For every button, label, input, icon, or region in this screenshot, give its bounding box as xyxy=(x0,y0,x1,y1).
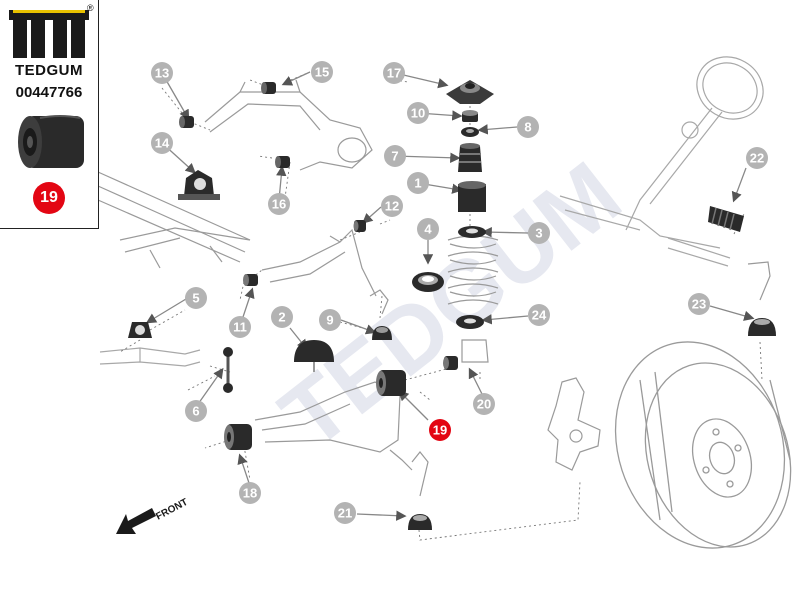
svg-text:3: 3 xyxy=(535,226,542,241)
part-5-bush xyxy=(128,322,152,338)
front-label: FRONT xyxy=(154,497,190,523)
svg-text:8: 8 xyxy=(524,120,531,135)
svg-text:18: 18 xyxy=(243,486,257,501)
callout-14[interactable]: 14 xyxy=(151,132,173,154)
callout-9[interactable]: 9 xyxy=(319,309,341,331)
svg-text:11: 11 xyxy=(233,320,247,335)
part-15-bush xyxy=(261,82,276,94)
svg-text:2: 2 xyxy=(278,310,285,325)
svg-text:4: 4 xyxy=(424,222,432,237)
part-4-bearing xyxy=(412,272,444,292)
part-24-spring-pad xyxy=(456,315,484,329)
part-17-top-mount xyxy=(446,80,494,104)
callout-16[interactable]: 16 xyxy=(268,193,290,215)
svg-text:16: 16 xyxy=(272,197,286,212)
part-3-spring-pad xyxy=(458,226,486,238)
registered-mark: ® xyxy=(87,3,94,13)
part-23-ball-joint xyxy=(747,261,776,336)
part-8-washer xyxy=(461,127,479,137)
product-info-panel: ® TEDGUM 00447766 19 xyxy=(0,0,99,229)
svg-text:9: 9 xyxy=(326,313,333,328)
part-20-bush xyxy=(443,356,458,370)
callout-21[interactable]: 21 xyxy=(334,502,356,524)
callout-20[interactable]: 20 xyxy=(473,393,495,415)
svg-text:20: 20 xyxy=(477,397,491,412)
chassis-subframe xyxy=(97,171,251,269)
part-1-dust-boot xyxy=(458,181,486,212)
callout-24[interactable]: 24 xyxy=(528,304,550,326)
part-9-ball-joint xyxy=(369,289,392,340)
anti-roll-bar xyxy=(99,347,201,367)
callout-1[interactable]: 1 xyxy=(407,172,429,194)
svg-text:24: 24 xyxy=(532,308,547,323)
callout-13[interactable]: 13 xyxy=(151,62,173,84)
callout-7[interactable]: 7 xyxy=(384,145,406,167)
part-6-link xyxy=(223,347,233,393)
callout-8[interactable]: 8 xyxy=(517,116,539,138)
svg-text:15: 15 xyxy=(315,65,329,80)
callout-2[interactable]: 2 xyxy=(271,306,293,328)
parts xyxy=(128,80,776,530)
part-14-mount xyxy=(178,170,220,200)
callout-12[interactable]: 12 xyxy=(381,195,403,217)
part-22-gaiter xyxy=(708,206,744,232)
callout-6[interactable]: 6 xyxy=(185,400,207,422)
callout-3[interactable]: 3 xyxy=(528,222,550,244)
svg-text:10: 10 xyxy=(411,106,425,121)
callout-group: 13 15 14 16 17 10 8 7 1 12 4 3 5 11 2 9 … xyxy=(151,61,768,524)
svg-text:6: 6 xyxy=(192,404,199,419)
part-19-bush xyxy=(376,370,406,396)
tedgum-logo-icon xyxy=(9,10,89,58)
svg-text:13: 13 xyxy=(155,66,169,81)
part-11-bush xyxy=(243,274,258,286)
callout-15[interactable]: 15 xyxy=(311,61,333,83)
product-bush-image xyxy=(18,115,84,168)
svg-text:21: 21 xyxy=(338,506,352,521)
callout-5[interactable]: 5 xyxy=(185,287,207,309)
callout-23[interactable]: 23 xyxy=(688,293,710,315)
highlight-badge: 19 xyxy=(33,182,65,214)
callout-4[interactable]: 4 xyxy=(417,218,439,240)
wheel xyxy=(614,341,792,549)
steering-knuckle xyxy=(547,377,601,471)
part-7-bump-stop xyxy=(458,143,482,172)
svg-text:19: 19 xyxy=(433,423,447,438)
callout-17[interactable]: 17 xyxy=(383,62,405,84)
svg-text:23: 23 xyxy=(692,297,706,312)
svg-text:22: 22 xyxy=(750,151,764,166)
svg-text:12: 12 xyxy=(385,199,399,214)
callout-18[interactable]: 18 xyxy=(239,482,261,504)
part-2-boot xyxy=(294,340,334,372)
front-direction: FRONT xyxy=(116,497,190,534)
steering-system xyxy=(559,56,764,267)
callout-10[interactable]: 10 xyxy=(407,102,429,124)
rear-arm xyxy=(204,79,373,171)
svg-text:5: 5 xyxy=(192,291,199,306)
part-number: 00447766 xyxy=(15,84,83,101)
part-10-bearing xyxy=(462,110,478,122)
svg-text:14: 14 xyxy=(155,136,170,151)
part-13-bush xyxy=(179,116,194,128)
front-arrow-icon xyxy=(116,508,156,534)
callout-22[interactable]: 22 xyxy=(746,147,768,169)
svg-text:7: 7 xyxy=(391,149,398,164)
callout-11[interactable]: 11 xyxy=(229,316,251,338)
callout-19[interactable]: 19 xyxy=(429,419,451,441)
part-18-bush xyxy=(224,424,252,450)
svg-text:1: 1 xyxy=(414,176,421,191)
svg-text:17: 17 xyxy=(387,66,401,81)
watermark-text: TEDGUM xyxy=(262,143,639,469)
part-12-bush xyxy=(353,220,366,232)
part-21-ball-joint xyxy=(408,451,432,530)
upper-control-arm xyxy=(261,228,377,297)
part-16-bush xyxy=(275,156,290,168)
brand-name: TEDGUM xyxy=(15,62,83,79)
